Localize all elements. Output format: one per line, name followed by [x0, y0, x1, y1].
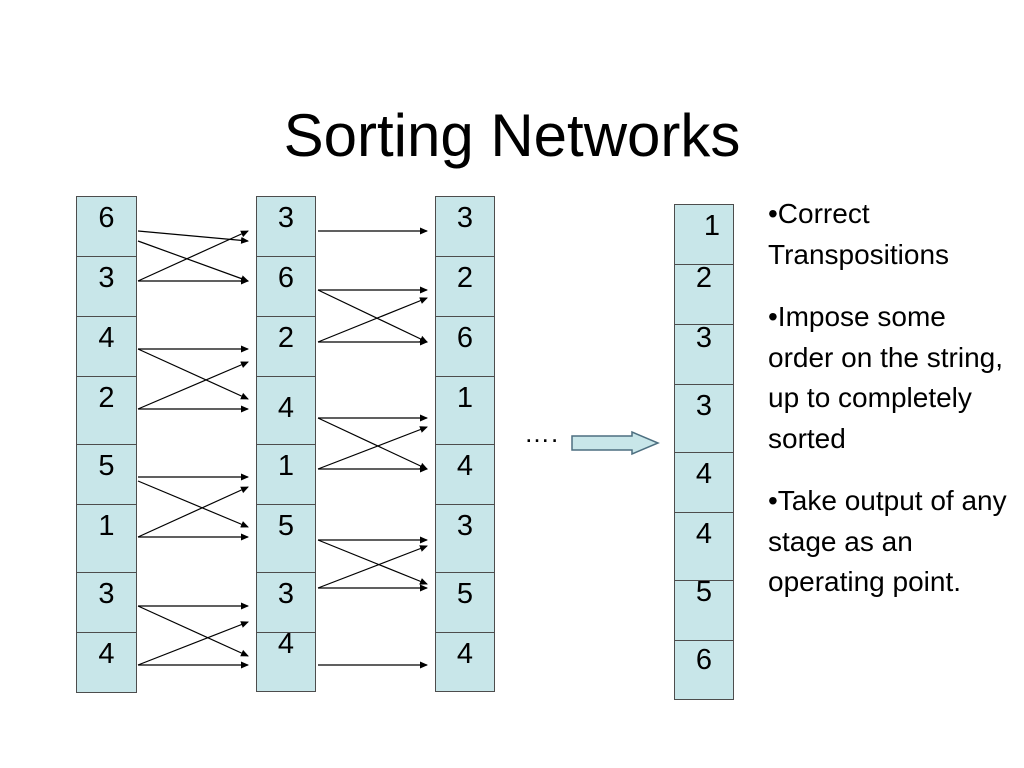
stage-2-cell: 3	[435, 196, 495, 257]
result-arrow	[571, 430, 660, 456]
comparator-wire	[137, 348, 249, 400]
sorted-output-cell: 6	[674, 640, 734, 700]
comparator-wire	[317, 297, 428, 343]
comparator-wire	[137, 621, 249, 666]
stage-1-cell-value: 3	[277, 202, 295, 234]
input-cell: 1	[76, 504, 137, 573]
sorted-output-cell-value: 4	[695, 458, 713, 490]
comparator-wire	[317, 545, 428, 589]
stage-2-cell: 6	[435, 316, 495, 377]
stage-1-cell: 3	[256, 572, 316, 633]
stage-2-cell-value: 3	[456, 510, 474, 542]
input-cell: 4	[76, 316, 137, 377]
stage-2-cell-value: 6	[456, 322, 474, 354]
stage-1-cell-value: 4	[277, 628, 295, 660]
stage-2-cell: 4	[435, 444, 495, 505]
sorted-output-cell-value: 6	[695, 644, 713, 676]
stage-1-cell-value: 3	[277, 578, 295, 610]
input-cell-value: 5	[98, 450, 115, 482]
comparator-wire	[317, 417, 428, 470]
stage-1-cell: 4	[256, 628, 316, 692]
input-cell: 2	[76, 376, 137, 445]
input-cell-value: 1	[98, 510, 115, 542]
stage-2-cell-value: 5	[456, 578, 474, 610]
comparator-wire	[137, 230, 249, 244]
stage-1-cell: 6	[256, 256, 316, 317]
sorted-output-cell: 3	[674, 384, 734, 453]
input-cell: 6	[76, 196, 137, 257]
stage-2-cell-value: 2	[456, 262, 474, 294]
sorted-output-cell: 2	[674, 262, 734, 325]
stage-1-cell: 3	[256, 196, 316, 257]
sorted-output-cell: 1	[674, 204, 734, 265]
sorted-output-cell: 4	[674, 452, 734, 513]
stage-1-cell-value: 6	[277, 262, 295, 294]
note-operating-point: •Take output of any stage as an operatin…	[768, 485, 1007, 597]
ellipsis: ….	[524, 418, 560, 448]
comparator-wire	[317, 426, 428, 470]
sorted-output-cell-value: 1	[703, 210, 721, 242]
input-cell-value: 2	[98, 382, 115, 414]
stage-1-cell: 5	[256, 504, 316, 573]
stage-2-cell-value: 3	[456, 202, 474, 234]
input-cell: 5	[76, 444, 137, 505]
comparator-wire	[317, 289, 428, 343]
stage-2-cell: 5	[435, 572, 495, 633]
input-cell: 3	[76, 256, 137, 317]
stage-1-cell: 4	[256, 376, 316, 445]
note-correct-transpositions: •Correct Transpositions	[768, 198, 950, 270]
sorted-output-cell: 3	[674, 322, 734, 385]
stage-1-cell-value: 1	[277, 450, 295, 482]
comparator-wire	[137, 480, 249, 528]
comparator-wire	[137, 605, 249, 657]
comparator-wire	[137, 486, 249, 538]
sorted-output-cell-value: 3	[695, 322, 713, 354]
stage-2-cell-value: 4	[456, 638, 474, 670]
stage-2-cell: 3	[435, 504, 495, 573]
input-cell-value: 3	[98, 262, 115, 294]
sorted-output-cell-value: 3	[695, 390, 713, 422]
stage-2-cell: 1	[435, 376, 495, 445]
stage-2-cell-value: 4	[456, 450, 474, 482]
input-cell-value: 4	[98, 322, 115, 354]
sorted-output-cell-value: 2	[695, 262, 713, 294]
input-cell-value: 6	[98, 202, 115, 234]
input-cell-value: 3	[98, 578, 115, 610]
comparator-wire	[137, 361, 249, 410]
sorted-output-cell: 5	[674, 576, 734, 641]
input-cell-value: 4	[98, 638, 115, 670]
input-cell: 4	[76, 632, 137, 693]
comparator-wire	[137, 240, 249, 282]
note-impose-order: •Impose some order on the string, up to …	[768, 301, 1004, 454]
comparator-wire	[317, 539, 428, 585]
stage-2-cell-value: 1	[456, 382, 474, 414]
stage-2-cell: 4	[435, 632, 495, 692]
stage-1-cell: 2	[256, 316, 316, 377]
sorted-output-cell-value: 5	[695, 576, 713, 608]
stage-1-cell: 1	[256, 444, 316, 505]
stage-1-cell-value: 2	[277, 322, 295, 354]
stage-1-cell-value: 4	[277, 392, 295, 424]
comparator-wire	[137, 230, 249, 282]
notes-list: •Correct Transpositions •Impose some ord…	[768, 194, 1018, 625]
input-cell: 3	[76, 572, 137, 633]
slide-title: Sorting Networks	[283, 102, 741, 169]
sorted-output-cell: 4	[674, 512, 734, 581]
stage-2-cell: 2	[435, 256, 495, 317]
sorted-output-cell-value: 4	[695, 518, 713, 550]
stage-1-cell-value: 5	[277, 510, 295, 542]
